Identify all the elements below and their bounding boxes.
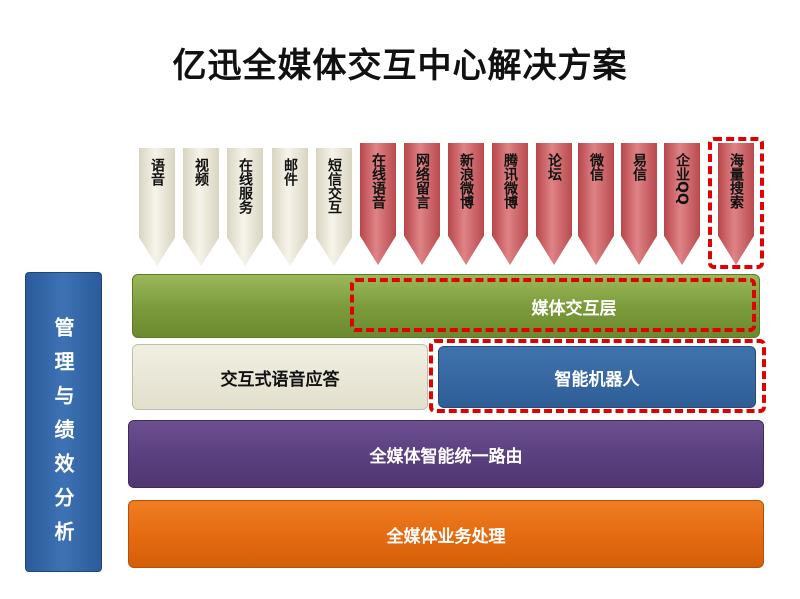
channel-label: 语音 xyxy=(149,158,165,186)
channel-label: 邮件 xyxy=(282,158,298,186)
channel-row: 语音 视频 在线服务 邮件 短信交互 在线语音 网络留言 新浪微博 腾讯微博 论… xyxy=(0,0,800,270)
business-processing-label: 全媒体业务处理 xyxy=(386,526,506,547)
channel-label: 海量搜索 xyxy=(728,153,744,209)
channel-tag: 在线语音 xyxy=(360,143,396,265)
highlight-box-robot xyxy=(429,339,766,413)
channel-label: 企业QQ xyxy=(674,153,690,205)
channel-label: 短信交互 xyxy=(326,158,342,214)
channel-tag: 语音 xyxy=(139,148,175,266)
channel-label: 视频 xyxy=(193,158,209,186)
channel-label: 易信 xyxy=(631,153,647,181)
channel-tag: 在线服务 xyxy=(227,148,263,266)
channel-tag: 腾讯微博 xyxy=(492,143,528,265)
unified-routing-layer: 全媒体智能统一路由 xyxy=(128,420,764,488)
voice-response-label: 交互式语音应答 xyxy=(220,369,340,390)
channel-label: 在线语音 xyxy=(370,153,386,209)
media-interaction-layer: 媒体交互层 xyxy=(132,274,760,338)
smart-robot-label: 智能机器人 xyxy=(554,369,640,390)
channel-label: 论坛 xyxy=(546,153,562,181)
channel-tag: 网络留言 xyxy=(404,143,440,265)
channel-label: 在线服务 xyxy=(237,158,253,214)
channel-tag: 微信 xyxy=(578,143,614,265)
channel-tag: 论坛 xyxy=(536,143,572,265)
smart-robot-block: 智能机器人 xyxy=(438,346,756,408)
channel-label: 腾讯微博 xyxy=(502,153,518,209)
channel-label: 微信 xyxy=(588,153,604,181)
page-title: 亿迅全媒体交互中心解决方案 xyxy=(172,46,628,86)
management-sidebar: 管理与绩效分析 xyxy=(25,272,102,572)
highlight-box-media-layer xyxy=(350,278,756,332)
channel-tag: 易信 xyxy=(621,143,657,265)
channel-tag: 海量搜索 xyxy=(718,143,754,265)
channel-label: 网络留言 xyxy=(414,153,430,209)
channel-tag: 企业QQ xyxy=(664,143,700,265)
channel-tag: 邮件 xyxy=(272,148,308,266)
media-interaction-label: 媒体交互层 xyxy=(531,298,617,319)
highlight-box-search xyxy=(708,137,764,269)
channel-tag: 视频 xyxy=(183,148,219,266)
business-processing-layer: 全媒体业务处理 xyxy=(128,500,764,568)
sidebar-label: 管理与绩效分析 xyxy=(51,317,75,555)
channel-tag: 新浪微博 xyxy=(448,143,484,265)
channel-label: 新浪微博 xyxy=(458,153,474,209)
channel-tag: 短信交互 xyxy=(316,148,352,266)
voice-response-block: 交互式语音应答 xyxy=(132,344,428,410)
unified-routing-label: 全媒体智能统一路由 xyxy=(369,446,523,467)
